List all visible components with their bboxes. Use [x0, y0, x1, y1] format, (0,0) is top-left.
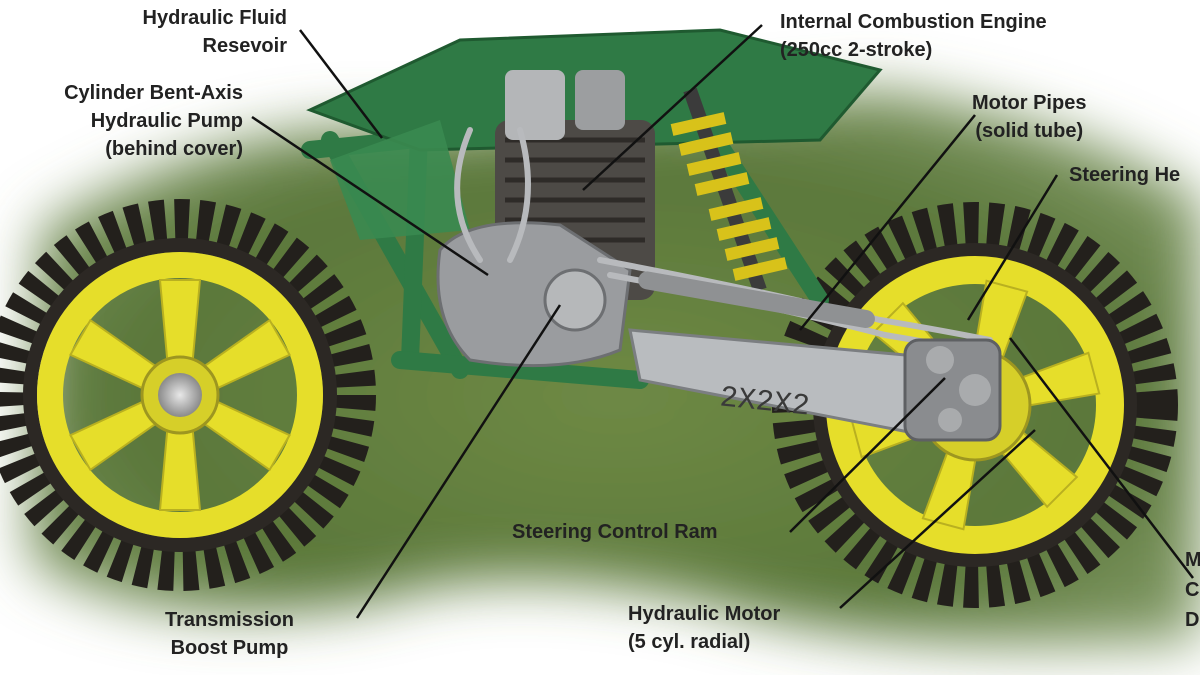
steering-ram [638, 271, 875, 328]
leader-pipes [799, 114, 976, 331]
rear-wheel [0, 199, 376, 591]
label-hydraulic-motor: Hydraulic Motor (5 cyl. radial) [628, 603, 781, 653]
leader-motor [839, 429, 1036, 609]
label-bent-axis-pump: Cylinder Bent-Axis Hydraulic Pump (behin… [64, 82, 243, 160]
hydraulic-motor-body [903, 338, 1032, 462]
label-internal-combustion-engine: Internal Combustion Engine (250cc 2-stro… [780, 11, 1047, 61]
label-hydraulic-fluid-reservoir: Hydraulic Fluid Resevoir [142, 7, 287, 57]
label-steering-control-ram: Steering Control Ram [512, 521, 718, 543]
leader-lines [251, 24, 1194, 619]
leader-reservoir [299, 29, 383, 139]
leader-engine [582, 24, 763, 191]
leader-steering-ram [789, 377, 946, 533]
label-steering-head: Steering He [1069, 164, 1181, 186]
leader-cut-right [1009, 337, 1194, 579]
pump-cover [436, 221, 632, 368]
leader-steering-head [966, 174, 1059, 321]
leader-pump [251, 115, 489, 277]
leader-boost-pump [355, 304, 562, 619]
label-cut-off-right: M C D [1185, 549, 1200, 631]
label-transmission-boost-pump: Transmission Boost Pump [165, 609, 294, 659]
label-motor-pipes: Motor Pipes (solid tube) [972, 92, 1087, 142]
rear-shock [670, 87, 788, 293]
